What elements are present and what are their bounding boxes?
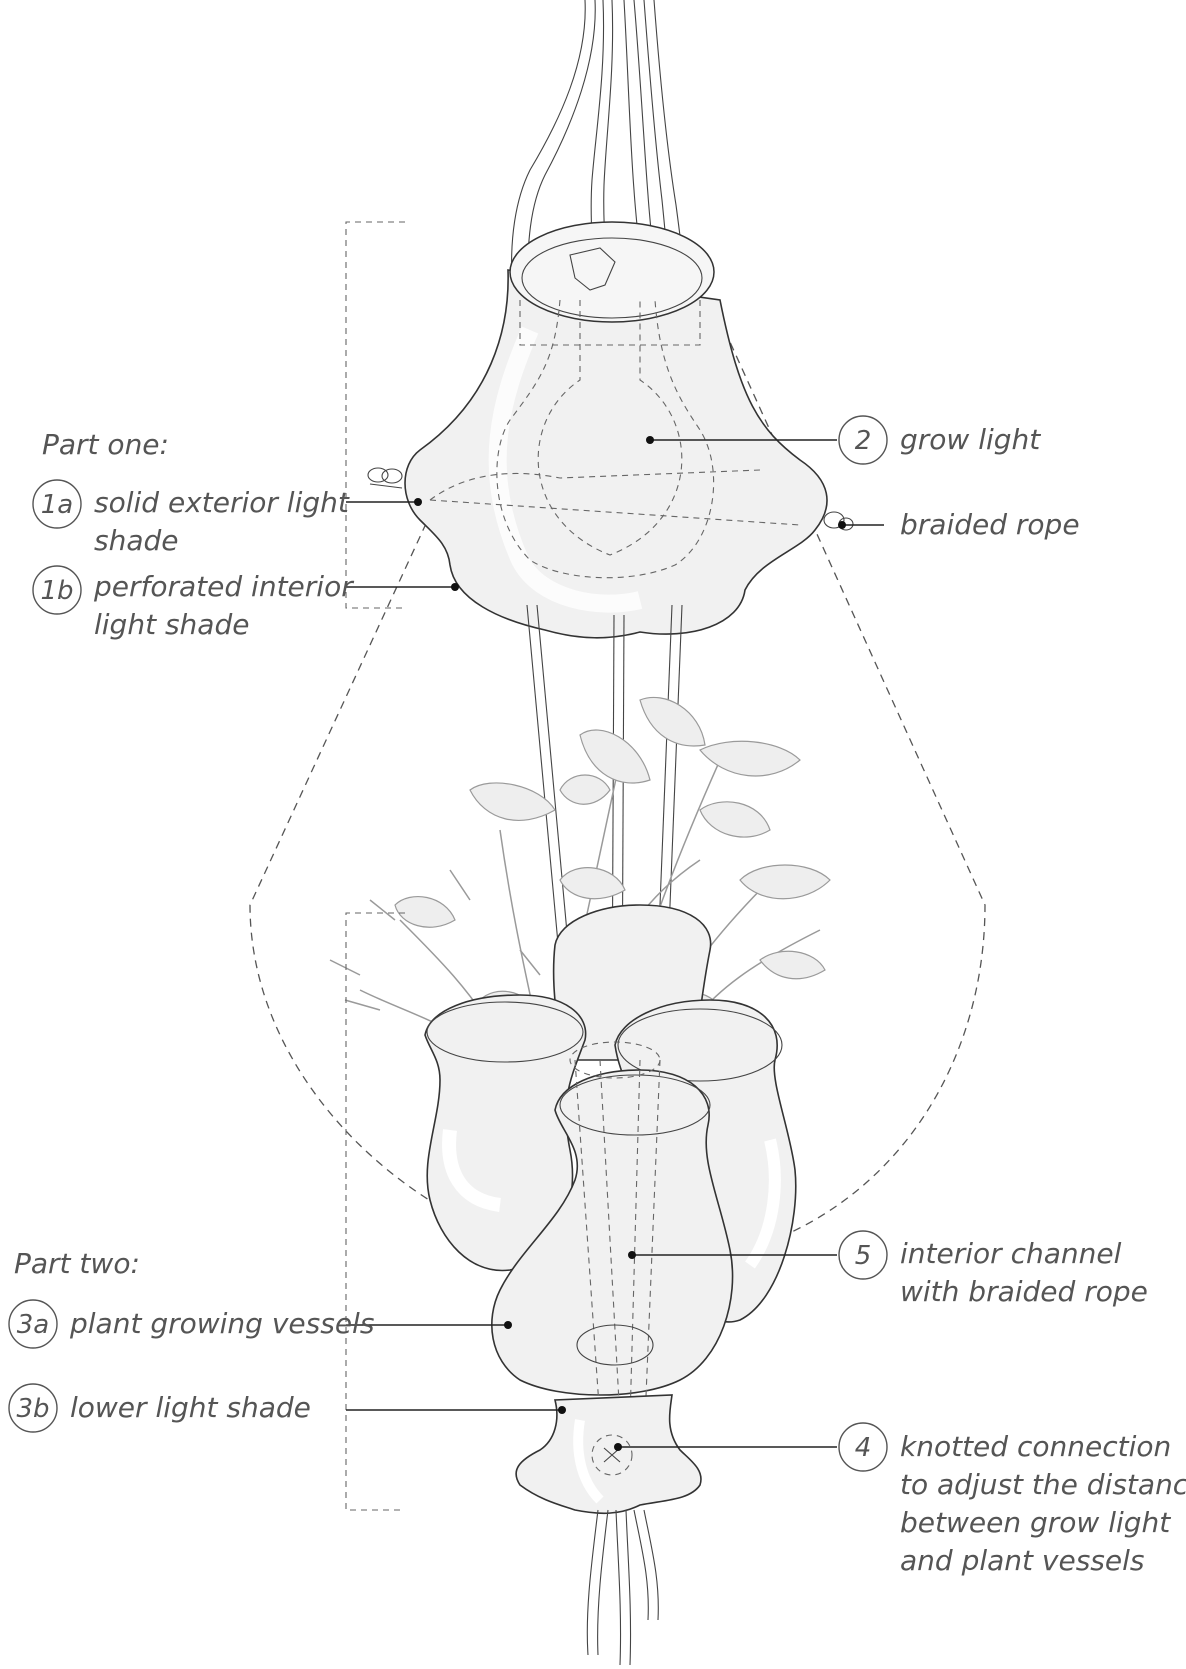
label-3a: plant growing vessels (69, 1307, 374, 1340)
part-two-heading: Part two: (14, 1247, 140, 1280)
right-rope-knot (824, 512, 853, 530)
label-4-line3: between grow light (900, 1506, 1171, 1539)
badge-3a-number: 3a (17, 1310, 49, 1340)
label-1a-line1: solid exterior light (94, 486, 350, 519)
lower-light-shade (516, 1395, 701, 1513)
part-one-bracket (346, 222, 405, 608)
badge-5: 5 (839, 1231, 887, 1279)
badge-5-number: 5 (855, 1241, 872, 1271)
badge-2-number: 2 (855, 426, 872, 456)
plant-vessels (425, 905, 796, 1420)
label-4-line1: knotted connection (900, 1430, 1171, 1463)
label-4-line2: to adjust the distance (900, 1468, 1186, 1501)
badge-1b-number: 1b (40, 576, 73, 606)
label-3b: lower light shade (70, 1391, 311, 1424)
label-5-line1: interior channel (900, 1237, 1122, 1270)
label-braided-rope: braided rope (900, 508, 1080, 541)
label-1b-line1: perforated interior (93, 570, 354, 603)
badge-4: 4 (839, 1423, 887, 1471)
badge-4-number: 4 (855, 1433, 872, 1463)
label-1a-line2: shade (94, 524, 179, 557)
label-1b-line2: light shade (94, 608, 249, 641)
label-4-line4: and plant vessels (900, 1544, 1144, 1577)
label-grow-light: grow light (900, 423, 1041, 456)
badge-1b: 1b (33, 566, 81, 614)
badge-1a: 1a (33, 480, 81, 528)
part-one-heading: Part one: (42, 428, 169, 461)
upper-light-shade (368, 222, 853, 638)
label-5-line2: with braided rope (900, 1275, 1148, 1308)
badge-1a-number: 1a (41, 490, 73, 520)
badge-3b: 3b (9, 1384, 57, 1432)
badge-2: 2 (839, 416, 887, 464)
badge-3b-number: 3b (16, 1394, 49, 1424)
left-rope-knot (368, 468, 402, 488)
badge-3a: 3a (9, 1300, 57, 1348)
bottom-ropes (587, 1510, 658, 1665)
